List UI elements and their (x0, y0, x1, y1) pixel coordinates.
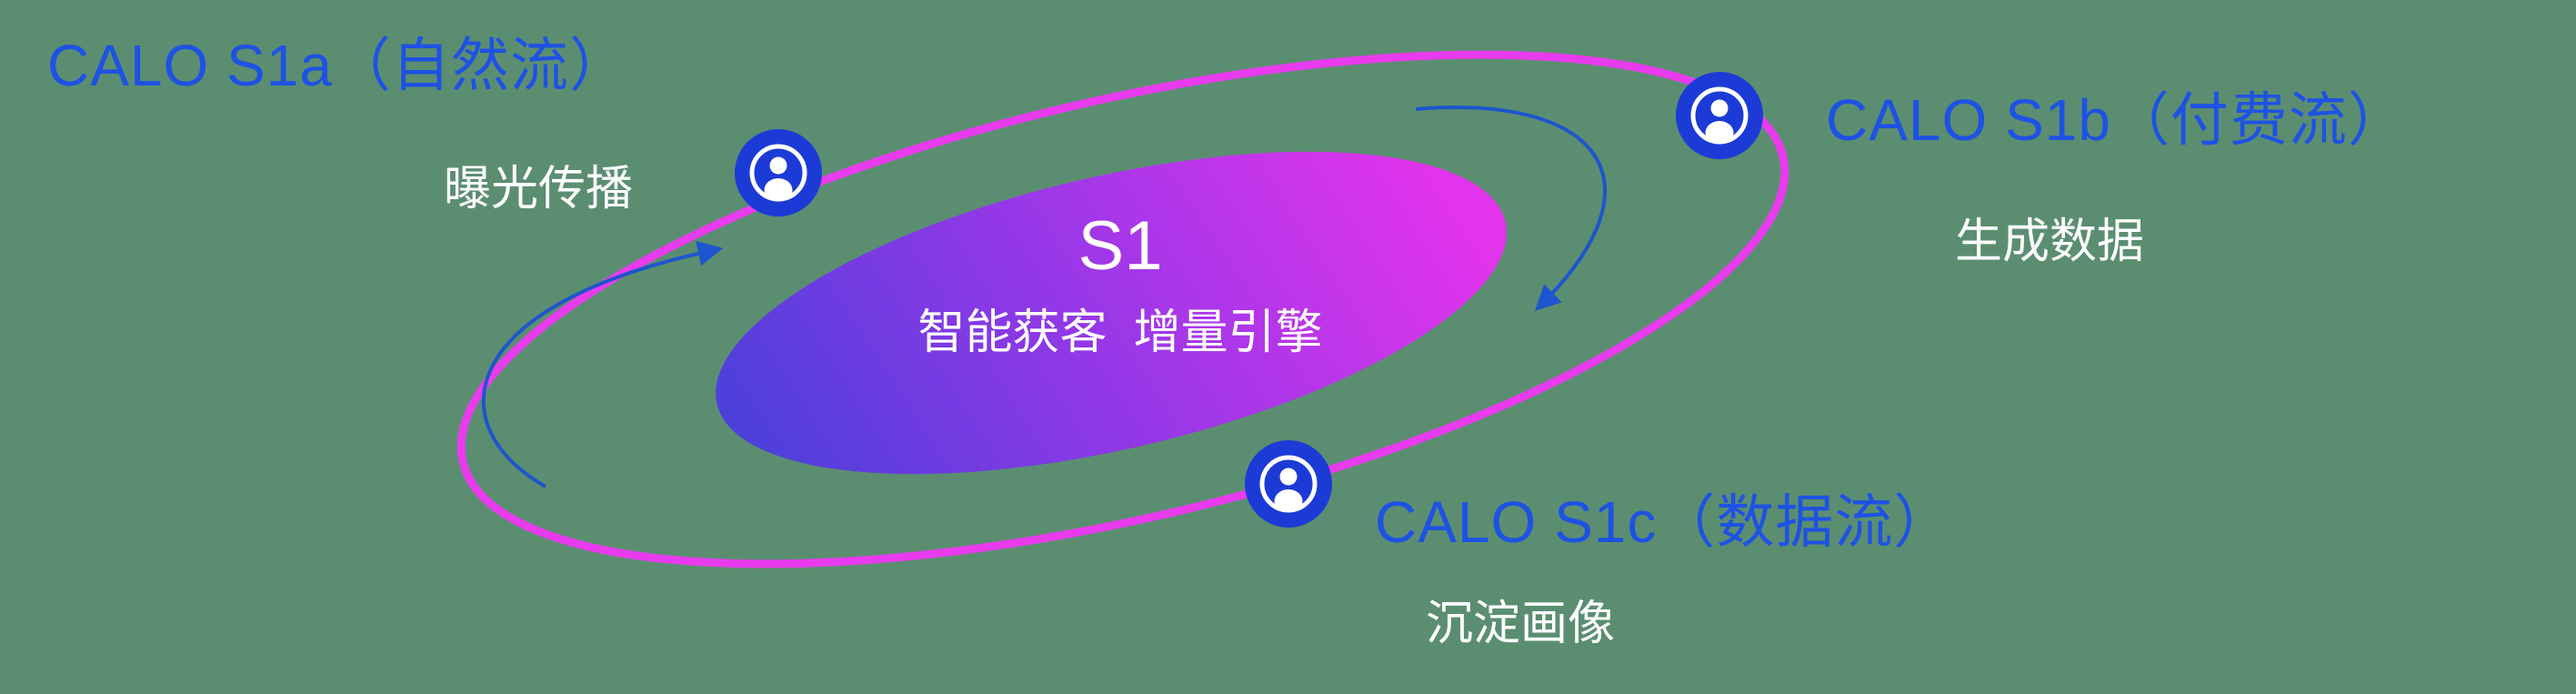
core-title: S1 (1078, 207, 1163, 285)
label-s1c-subtitle: 沉淀画像 (1426, 598, 1616, 650)
orbit-ellipse (456, 50, 1789, 568)
label-s1b-subtitle: 生成数据 (1955, 216, 2145, 268)
user-icon (1674, 70, 1765, 161)
label-s1b-title: CALO S1b（付费流） (1826, 87, 2407, 153)
label-s1c-title: CALO S1c（数据流） (1375, 489, 1953, 555)
flow-arrow-right-icon (1415, 106, 1607, 311)
flow-arrow-left-icon (481, 240, 724, 488)
core-text-block: S1 智能获客 增量引擎 (820, 212, 1420, 362)
core-subtitle: 智能获客 增量引擎 (917, 307, 1323, 359)
label-s1a-title: CALO S1a（自然流） (47, 33, 628, 98)
user-icon (733, 127, 824, 218)
node-s1a (733, 127, 824, 218)
label-s1a-subtitle: 曝光传播 (444, 163, 634, 216)
user-icon (1243, 438, 1334, 529)
node-s1c (1243, 438, 1334, 529)
node-s1b (1674, 70, 1765, 161)
